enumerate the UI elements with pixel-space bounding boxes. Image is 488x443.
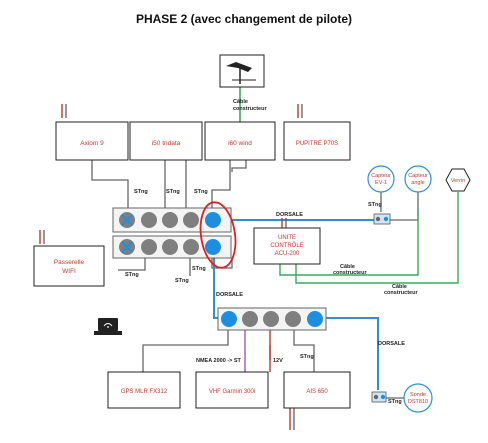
wire-axiom xyxy=(91,160,129,212)
bus-port xyxy=(183,212,199,228)
passerelle-label-1: Passerelle xyxy=(54,259,85,266)
axiom-label: Axiom 9 xyxy=(80,140,104,147)
sonde-label-2: DST810 xyxy=(408,399,428,405)
pupitre-label: PUPITRE P70S xyxy=(296,141,338,147)
wire-i60b xyxy=(211,160,231,212)
wire-angle xyxy=(390,192,419,221)
verrin-label: Verrin xyxy=(451,178,465,184)
angle-label-1: Capteur xyxy=(408,173,428,179)
bus-node-blue xyxy=(307,311,323,327)
stng-label-3: STng xyxy=(194,189,208,195)
wire-gps xyxy=(142,330,229,372)
axiom-box: Axiom 9 xyxy=(55,121,129,161)
ev1-label-1: Capteur xyxy=(371,173,391,179)
gps-label: GPS MLR FX312 xyxy=(121,389,168,395)
ais-label: AIS 650 xyxy=(306,389,328,395)
bus-port xyxy=(242,311,258,327)
stng-label-1: STng xyxy=(134,189,148,195)
bus-port xyxy=(263,311,279,327)
i60-label: i60 wind xyxy=(228,140,252,147)
dorsale-label-2: DORSALE xyxy=(216,292,243,298)
vhf-box: VHF Garmin 300i xyxy=(195,371,269,409)
cable-constructeur-mid-l1: Câble xyxy=(340,264,355,270)
wire-green-2 xyxy=(295,192,459,284)
bus-port xyxy=(162,212,178,228)
stng-label-2: STng xyxy=(166,189,180,195)
bus-node-blue xyxy=(205,239,221,255)
angle-label-2: angle xyxy=(411,180,424,186)
tee-connector-top xyxy=(373,213,391,225)
cable-constructeur-low-l1: Câble xyxy=(392,284,407,290)
i50-label: i50 tridata xyxy=(152,140,181,147)
sonde-dst810: Sonde DST810 xyxy=(403,383,433,413)
i50-box: i50 tridata xyxy=(129,121,203,161)
cable-constructeur-low-l2: constructeur xyxy=(384,290,418,296)
bus-node-blue xyxy=(221,311,237,327)
passerelle-box: Passerelle WIFI xyxy=(33,245,105,287)
vhf-label: VHF Garmin 300i xyxy=(209,389,255,395)
pupitre-box: PUPITRE P70S xyxy=(283,121,351,161)
wire-passerelle xyxy=(118,258,146,271)
unite-label-3: ACU-200 xyxy=(275,251,300,257)
ev1-label-2: EV-1 xyxy=(375,180,387,186)
nmea-label: NMEA 2000 -> ST xyxy=(196,358,242,364)
tee-connector-bottom xyxy=(371,391,387,403)
wire-dorsale-right xyxy=(318,317,379,390)
stng-label-5: STng xyxy=(175,278,189,284)
wire-green-1 xyxy=(279,210,419,276)
passerelle-label-2: WIFI xyxy=(62,268,76,275)
wind-transducer-icon xyxy=(219,54,265,88)
highlight-ellipse xyxy=(199,201,237,269)
stng-label-7: STng xyxy=(368,202,382,208)
cable-constructeur-top-l1: Câble xyxy=(233,99,248,105)
verrin: Verrin xyxy=(445,168,471,192)
sonde-label-1: Sonde xyxy=(410,392,426,398)
backbone-upper xyxy=(112,207,232,233)
laptop-wifi-icon xyxy=(94,318,122,335)
dorsale-label-1: DORSALE xyxy=(276,212,303,218)
stng-label-6: STng xyxy=(192,266,206,272)
bus-port xyxy=(183,239,199,255)
ais-box: AIS 650 xyxy=(283,371,351,409)
v12-label: 12V xyxy=(273,358,283,364)
capteur-ev1: Capteur EV-1 xyxy=(367,165,395,193)
wire-pupitre xyxy=(231,160,247,172)
bus-port xyxy=(141,239,157,255)
cable-constructeur-mid-l2: constructeur xyxy=(333,270,367,276)
backbone-bottom xyxy=(217,307,327,331)
diagram-title: PHASE 2 (avec changement de pilote) xyxy=(135,12,353,26)
stng-label-4: STng xyxy=(125,272,139,278)
bus-port xyxy=(285,311,301,327)
unite-label-1: UNITE xyxy=(278,235,296,241)
dorsale-label-3: DORSALE xyxy=(378,341,405,347)
gps-box: GPS MLR FX312 xyxy=(107,371,181,409)
bus-port xyxy=(162,239,178,255)
unite-label-2: CONTRÔLE xyxy=(270,242,303,249)
stng-label-8: STng xyxy=(300,354,314,360)
cable-constructeur-top-l2: constructeur xyxy=(233,106,267,112)
i60-box: i60 wind xyxy=(204,121,276,161)
unite-controle-box: UNITE CONTRÔLE ACU-200 xyxy=(253,227,321,265)
wire-ais xyxy=(293,330,315,372)
backbone-lower xyxy=(112,235,232,259)
stng-label-9: STng xyxy=(388,399,402,405)
bus-port xyxy=(141,212,157,228)
capteur-angle: Capteur angle xyxy=(404,165,432,193)
bus-node-blue xyxy=(205,212,221,228)
